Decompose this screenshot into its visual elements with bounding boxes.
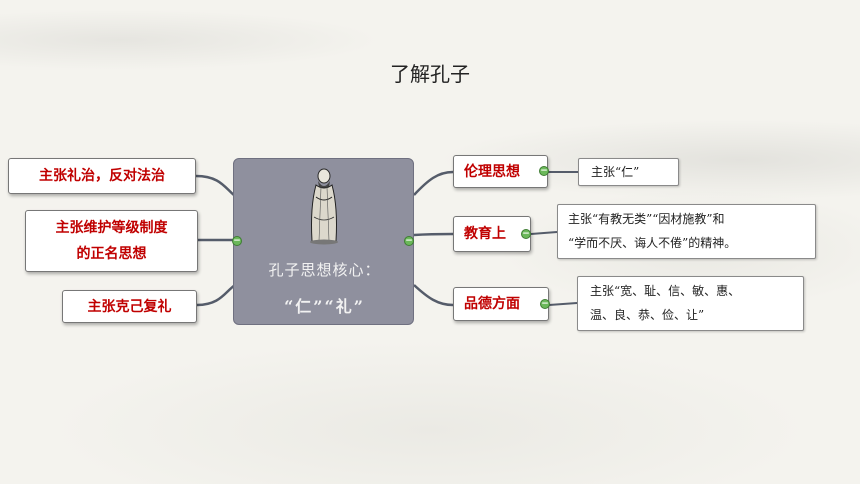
- detail-text: “学而不厌、诲人不倦”的精神。: [568, 236, 737, 250]
- left-node-label: 主张维护等级制度: [55, 220, 168, 236]
- left-node-label: 的正名思想: [76, 246, 147, 262]
- collapse-toggle-icon[interactable]: −: [540, 299, 550, 309]
- right-node-ethics[interactable]: 伦理思想: [453, 155, 548, 188]
- page-title: 了解孔子: [390, 62, 470, 86]
- left-node-rectification-of-names[interactable]: 主张维护等级制度 的正名思想: [25, 210, 198, 272]
- central-topic-line2: “仁”“礼”: [284, 297, 365, 316]
- right-node-label: 伦理思想: [464, 163, 520, 180]
- connector-left-3: [196, 283, 236, 307]
- collapse-toggle-icon[interactable]: −: [232, 236, 242, 246]
- right-node-label: 教育上: [464, 226, 506, 242]
- connector-right-3: [413, 284, 454, 307]
- connector-right-2: [413, 232, 454, 237]
- right-node-label: 品德方面: [464, 296, 520, 312]
- connector-left-1: [195, 174, 236, 197]
- connector-leaf-2: [530, 231, 558, 235]
- detail-text: 温、良、恭、俭、让”: [590, 308, 705, 322]
- connector-leaf-3: [548, 302, 578, 306]
- right-node-virtue[interactable]: 品德方面: [453, 287, 549, 321]
- central-topic[interactable]: 孔子思想核心： “仁”“礼”: [233, 158, 414, 325]
- detail-text: 主张“有教无类”“因材施教”和: [568, 212, 725, 226]
- left-node-label: 主张克己复礼: [87, 298, 172, 315]
- collapse-toggle-icon[interactable]: −: [521, 229, 531, 239]
- left-node-rule-of-rites[interactable]: 主张礼治，反对法治: [8, 158, 196, 194]
- detail-text: 主张“仁”: [591, 165, 640, 179]
- left-node-self-restraint[interactable]: 主张克己复礼: [62, 290, 197, 323]
- left-node-label: 主张礼治，反对法治: [39, 168, 165, 184]
- detail-education[interactable]: 主张“有教无类”“因材施教”和 “学而不厌、诲人不倦”的精神。: [557, 204, 816, 259]
- central-topic-line1: 孔子思想核心：: [268, 261, 381, 279]
- detail-ethics[interactable]: 主张“仁”: [578, 158, 679, 186]
- detail-virtue[interactable]: 主张“宽、耻、信、敏、惠、 温、良、恭、俭、让”: [577, 276, 804, 331]
- confucius-portrait-icon: [310, 168, 338, 245]
- right-node-education[interactable]: 教育上: [453, 216, 531, 252]
- collapse-toggle-icon[interactable]: −: [539, 166, 549, 176]
- collapse-toggle-icon[interactable]: −: [404, 236, 414, 246]
- detail-text: 主张“宽、耻、信、敏、惠、: [590, 284, 741, 298]
- connector-right-1: [413, 170, 454, 196]
